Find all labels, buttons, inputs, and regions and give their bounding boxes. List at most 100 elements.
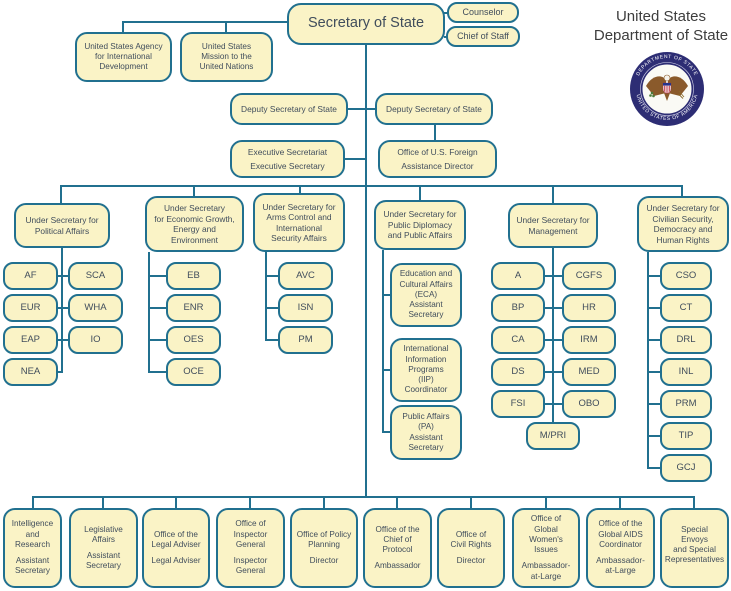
connector-line	[545, 371, 562, 373]
node-ct: CT	[660, 294, 712, 322]
office-title: Ambassador	[374, 561, 421, 571]
state-department-seal-icon: DEPARTMENT OF STATE UNITED STATES OF AME…	[630, 52, 704, 126]
node-isn: ISN	[278, 294, 333, 322]
office-name: Office of the Chief of Protocol	[375, 524, 420, 555]
node-legal-adviser: Office of the Legal Adviser Legal Advise…	[142, 508, 210, 588]
connector-line	[693, 496, 695, 508]
node-nea: NEA	[3, 358, 58, 386]
connector-line	[365, 45, 367, 497]
connector-line	[382, 250, 384, 433]
node-gcj: GCJ	[660, 454, 712, 482]
connector-line	[249, 496, 251, 508]
connector-line	[649, 275, 660, 277]
office-name: Office of the Global AIDS Coordinator	[598, 519, 643, 549]
office-name: Office of Global Women's Issues	[529, 514, 563, 554]
node-sca: SCA	[68, 262, 123, 290]
node-us-public-diplomacy: Under Secretary for Public Diplomacy and…	[374, 200, 466, 250]
connector-line	[434, 125, 436, 140]
connector-line	[649, 403, 660, 405]
node-label-line2: Assistance Director	[401, 161, 474, 171]
connector-line	[619, 496, 621, 508]
node-policy-planning: Office of Policy Planning Director	[290, 508, 358, 588]
connector-line	[649, 371, 660, 373]
node-deputy-secretary-right: Deputy Secretary of State	[375, 93, 493, 125]
node-chief-of-staff: Chief of Staff	[446, 26, 520, 47]
node-label-line1: Office of U.S. Foreign	[397, 146, 478, 157]
node-label: Chief of Staff	[457, 31, 509, 42]
connector-line	[649, 435, 660, 437]
office-name: Legislative Affairs	[84, 524, 123, 544]
node-med: MED	[562, 358, 616, 386]
office-title: Inspector General	[233, 556, 268, 576]
connector-line	[649, 467, 660, 469]
page-title-line1: United States	[615, 8, 707, 25]
connector-line	[265, 252, 267, 341]
connector-line	[102, 496, 104, 508]
node-civil-rights: Office of Civil Rights Director	[437, 508, 505, 588]
connector-line	[193, 185, 195, 196]
connector-line	[384, 294, 390, 296]
node-oce: OCE	[166, 358, 221, 386]
office-title: Ambassador- at-Large	[596, 556, 645, 576]
node-mpri: M/PRI	[526, 422, 580, 450]
connector-line	[150, 371, 166, 373]
office-name: Office of Inspector General	[233, 519, 268, 549]
office-name: Special Envoys and Special Representativ…	[664, 524, 725, 565]
office-title: Legal Adviser	[151, 556, 201, 566]
office-title: Assistant Secretary	[85, 551, 122, 571]
node-label: United States Agency for International D…	[84, 41, 163, 72]
node-foreign-assistance-office: Office of U.S. Foreign Assistance Direct…	[378, 140, 497, 178]
connector-line	[148, 252, 150, 373]
node-pm: PM	[278, 326, 333, 354]
connector-line	[60, 185, 62, 203]
node-eb: EB	[166, 262, 221, 290]
connector-line	[60, 185, 683, 187]
node-wha: WHA	[68, 294, 123, 322]
connector-line	[345, 158, 366, 160]
connector-line	[122, 21, 124, 33]
connector-line	[150, 275, 166, 277]
node-label: Deputy Secretary of State	[241, 103, 337, 114]
connector-line	[123, 21, 289, 23]
node-eap: EAP	[3, 326, 58, 354]
page-title-line2: Department of State	[593, 26, 729, 44]
node-counselor: Counselor	[447, 2, 519, 23]
connector-line	[396, 496, 398, 508]
node-af: AF	[3, 262, 58, 290]
node-usaid: United States Agency for International D…	[75, 32, 172, 82]
connector-line	[649, 339, 660, 341]
office-name: Intelligence and Research	[11, 519, 54, 549]
connector-line	[384, 369, 390, 371]
page-title: United States Department of State	[576, 8, 731, 46]
node-bp: BP	[491, 294, 545, 322]
node-us-political-affairs: Under Secretary for Political Affairs	[14, 203, 110, 248]
connector-line	[649, 307, 660, 309]
office-title: Ambassador- at-Large	[521, 561, 571, 581]
connector-line	[58, 339, 68, 341]
connector-line	[58, 307, 68, 309]
office-name: Office of Policy Planning	[296, 529, 352, 549]
connector-line	[552, 248, 554, 422]
node-pa: Public Affairs (PA) Assistant Secretary	[390, 405, 462, 460]
node-inspector-general: Office of Inspector General Inspector Ge…	[216, 508, 285, 588]
connector-line	[267, 339, 278, 341]
connector-line	[545, 496, 547, 508]
node-secretary-of-state: Secretary of State	[287, 3, 445, 45]
connector-line	[267, 307, 278, 309]
node-label: Under Secretary for Public Diplomacy and…	[383, 209, 457, 241]
connector-line	[58, 371, 63, 373]
connector-line	[681, 185, 683, 196]
connector-line	[61, 248, 63, 373]
node-us-mission-to-un: United States Mission to the United Nati…	[180, 32, 273, 82]
node-fsi: FSI	[491, 390, 545, 418]
node-label: Deputy Secretary of State	[386, 103, 482, 114]
node-label: United States Mission to the United Nati…	[199, 41, 254, 72]
office-name: Office of Civil Rights	[450, 529, 492, 549]
connector-line	[150, 339, 166, 341]
connector-line	[58, 275, 68, 277]
office-title: Director	[456, 556, 486, 566]
node-label: Secretary of State	[307, 15, 425, 32]
node-iip: International Information Programs (IIP)…	[390, 338, 462, 402]
node-avc: AVC	[278, 262, 333, 290]
node-special-envoys: Special Envoys and Special Representativ…	[660, 508, 729, 588]
